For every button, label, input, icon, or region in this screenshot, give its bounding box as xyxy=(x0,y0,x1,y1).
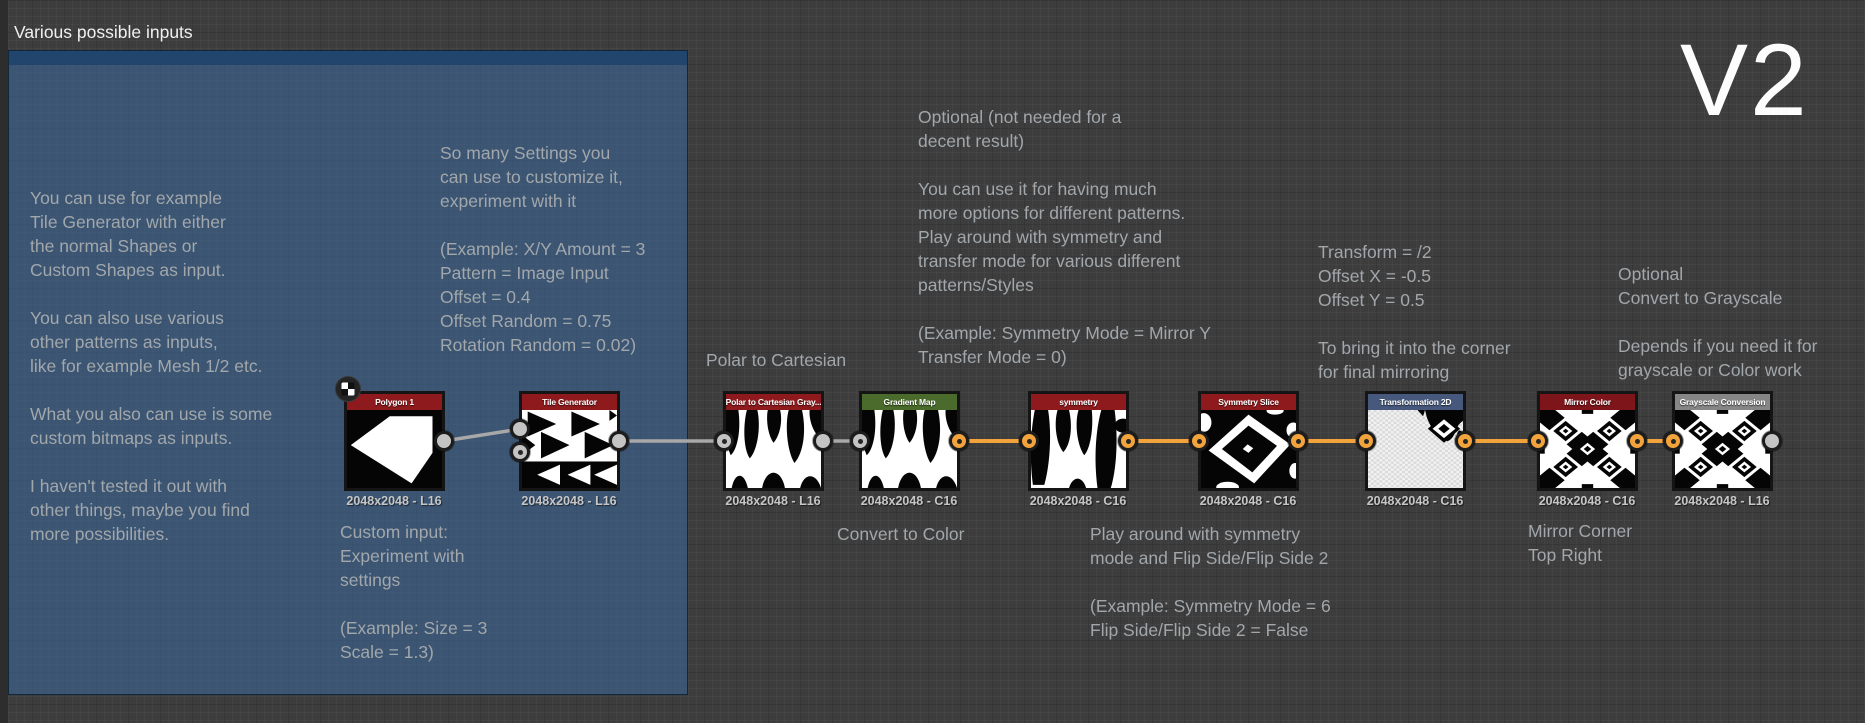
input-port-tile-generator-1[interactable] xyxy=(510,442,530,462)
tiling-absolute-icon xyxy=(335,376,361,402)
node-header-symmetry-slice: Symmetry Slice xyxy=(1201,394,1296,410)
input-port-grayscale-conversion-0[interactable] xyxy=(1663,431,1683,451)
output-port-symmetry-0[interactable] xyxy=(1118,431,1138,451)
output-port-grayscale-conversion-0[interactable] xyxy=(1762,431,1782,451)
frame-title: Various possible inputs xyxy=(14,22,193,42)
node-symmetry-slice[interactable]: Symmetry Slice xyxy=(1198,391,1299,491)
annotation-tile-generator-settings: So many Settings you can use to customiz… xyxy=(440,143,646,355)
annotation-custom-input-note: Custom input: Experiment with settings (… xyxy=(340,522,488,662)
annotation-symmetry-slice-note: Play around with symmetry mode and Flip … xyxy=(1090,524,1331,640)
annotation-convert-to-color-label: Convert to Color xyxy=(837,524,965,544)
node-resolution-label: 2048x2048 - C16 xyxy=(1538,494,1636,508)
node-transformation-2d[interactable]: Transformation 2D xyxy=(1365,391,1466,491)
node-resolution-label: 2048x2048 - C16 xyxy=(860,494,958,508)
node-title-tile-generator: Tile Generator xyxy=(542,397,597,407)
node-header-grayscale-conversion: Grayscale Conversion xyxy=(1675,394,1770,410)
node-title-transformation-2d: Transformation 2D xyxy=(1379,397,1452,407)
annotation-optional-grayscale-note: Optional Convert to Grayscale Depends if… xyxy=(1618,264,1818,380)
node-title-polygon-1: Polygon 1 xyxy=(375,397,414,407)
annotation-mirror-corner-label: Mirror Corner Top Right xyxy=(1528,521,1633,565)
node-symmetry[interactable]: symmetry xyxy=(1028,391,1129,491)
node-resolution-label: 2048x2048 - L16 xyxy=(521,494,617,508)
output-port-tile-generator-0[interactable] xyxy=(609,431,629,451)
input-port-mirror-color-0[interactable] xyxy=(1528,431,1548,451)
frame-various-inputs[interactable] xyxy=(8,50,688,695)
node-polar-to-cartesian[interactable]: Polar to Cartesian Gray... xyxy=(723,391,824,491)
frame-header-bar[interactable] xyxy=(9,51,687,65)
node-tile-generator[interactable]: Tile Generator xyxy=(519,391,620,491)
organic1-thumbnail xyxy=(862,410,957,488)
input-port-tile-generator-0[interactable] xyxy=(510,419,530,439)
mirror-thumbnail xyxy=(1675,410,1770,488)
input-port-gradient-map-0[interactable] xyxy=(850,431,870,451)
node-title-gradient-map: Gradient Map xyxy=(883,397,936,407)
node-title-polar-to-cartesian: Polar to Cartesian Gray... xyxy=(726,397,821,407)
input-port-polar-to-cartesian-0[interactable] xyxy=(714,431,734,451)
node-header-transformation-2d: Transformation 2D xyxy=(1368,394,1463,410)
slice-thumbnail xyxy=(1201,410,1296,488)
node-header-polar-to-cartesian: Polar to Cartesian Gray... xyxy=(726,394,821,410)
wire-polygon-1-to-tile-generator[interactable] xyxy=(443,427,521,443)
node-header-symmetry: symmetry xyxy=(1031,394,1126,410)
node-resolution-label: 2048x2048 - L16 xyxy=(346,494,442,508)
node-header-mirror-color: Mirror Color xyxy=(1540,394,1635,410)
node-title-grayscale-conversion: Grayscale Conversion xyxy=(1679,397,1766,407)
canvas-left-edge xyxy=(0,0,8,723)
annotation-polar-to-cartesian-label: Polar to Cartesian xyxy=(706,350,847,370)
node-resolution-label: 2048x2048 - L16 xyxy=(725,494,821,508)
node-header-gradient-map: Gradient Map xyxy=(862,394,957,410)
node-title-mirror-color: Mirror Color xyxy=(1564,397,1611,407)
tiles-thumbnail xyxy=(522,410,617,488)
mirror-thumbnail xyxy=(1540,410,1635,488)
annotation-optional-symmetry-note: Optional (not needed for a decent result… xyxy=(918,107,1211,367)
input-port-symmetry-slice-0[interactable] xyxy=(1189,431,1209,451)
node-resolution-label: 2048x2048 - C16 xyxy=(1199,494,1297,508)
output-port-symmetry-slice-0[interactable] xyxy=(1288,431,1308,451)
output-port-gradient-map-0[interactable] xyxy=(949,431,969,451)
output-port-polar-to-cartesian-0[interactable] xyxy=(813,431,833,451)
organic1-thumbnail xyxy=(726,410,821,488)
node-header-polygon-1: Polygon 1 xyxy=(347,394,442,410)
input-port-transformation-2d-0[interactable] xyxy=(1356,431,1376,451)
output-port-polygon-1-0[interactable] xyxy=(434,431,454,451)
node-title-symmetry-slice: Symmetry Slice xyxy=(1218,397,1279,407)
node-header-tile-generator: Tile Generator xyxy=(522,394,617,410)
node-gradient-map[interactable]: Gradient Map xyxy=(859,391,960,491)
annotation-inputs-overview: You can use for example Tile Generator w… xyxy=(30,188,273,544)
node-polygon-1[interactable]: Polygon 1 xyxy=(344,391,445,491)
version-comment: V2 xyxy=(1680,23,1809,137)
node-mirror-color[interactable]: Mirror Color xyxy=(1537,391,1638,491)
node-resolution-label: 2048x2048 - C16 xyxy=(1029,494,1127,508)
input-port-symmetry-0[interactable] xyxy=(1019,431,1039,451)
polygon-thumbnail xyxy=(347,410,442,488)
output-port-transformation-2d-0[interactable] xyxy=(1455,431,1475,451)
node-grayscale-conversion[interactable]: Grayscale Conversion xyxy=(1672,391,1773,491)
organic2-thumbnail xyxy=(1031,410,1126,488)
transform-thumbnail xyxy=(1368,410,1463,488)
node-title-symmetry: symmetry xyxy=(1059,397,1098,407)
node-resolution-label: 2048x2048 - L16 xyxy=(1674,494,1770,508)
node-resolution-label: 2048x2048 - C16 xyxy=(1366,494,1464,508)
output-port-mirror-color-0[interactable] xyxy=(1627,431,1647,451)
annotation-transform-settings-note: Transform = /2 Offset X = -0.5 Offset Y … xyxy=(1318,242,1511,382)
